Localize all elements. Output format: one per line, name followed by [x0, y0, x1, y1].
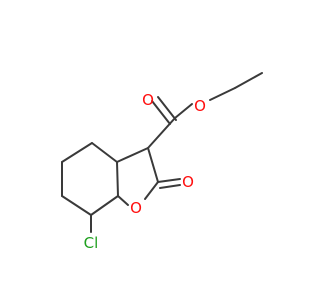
bond-o-carbonyl-carbon [174, 103, 193, 119]
bond-lactone-double-a [157, 178, 181, 183]
bond-c7a-c3a [116, 161, 119, 197]
bond-ester-carbon-c3 [147, 117, 176, 149]
molecule-structure-diagram: O O O O Cl [61, 72, 263, 252]
bond-c2-o-ring [144, 181, 159, 200]
bond-c3a-c4 [91, 142, 118, 163]
bond-ester-double-b [151, 100, 171, 125]
bond-c3a-c3 [116, 147, 149, 163]
atom-cl: Cl [84, 234, 99, 252]
atom-o-ring: O [130, 199, 142, 217]
bond-o-ring-c7a [117, 195, 129, 206]
bond-c7-c7a [90, 195, 119, 216]
bond-lactone-double-b [159, 184, 181, 189]
atom-o-carbonyl-ester: O [142, 91, 154, 109]
atom-o-ether-ester: O [194, 97, 206, 115]
bond-ethyl-ch3-ch2 [234, 72, 263, 89]
bond-c6-c7 [61, 195, 92, 216]
bond-ethyl-ch2-o [209, 87, 236, 101]
atom-o-carbonyl-lactone: O [182, 173, 194, 191]
bond-c4-c5 [61, 142, 93, 163]
bond-ester-double-a [157, 96, 177, 121]
bond-c3-c2 [147, 147, 159, 183]
